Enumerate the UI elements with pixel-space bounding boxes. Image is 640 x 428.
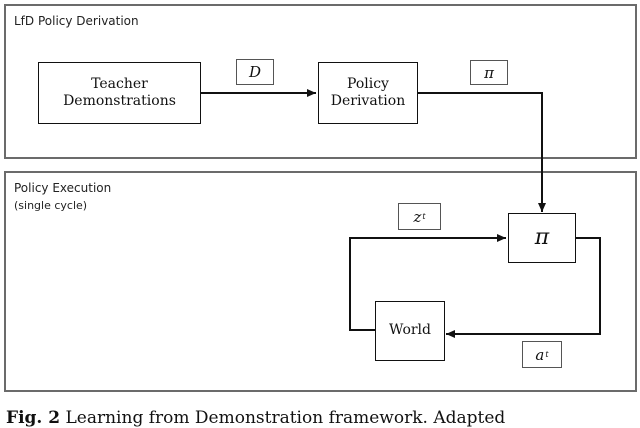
edge-label-a-text: a <box>535 345 545 364</box>
edge-label-z-superscript: t <box>422 212 426 221</box>
policy-derivation-box: Policy Derivation <box>318 62 418 124</box>
edge-label-D: D <box>236 59 274 85</box>
figure-caption: Fig. 2 Learning from Demonstration frame… <box>6 408 636 428</box>
teacher-demonstrations-box: Teacher Demonstrations <box>38 62 201 124</box>
caption-text: Learning from Demonstration framework. A… <box>60 408 506 428</box>
edge-label-pi-text: π <box>484 63 494 82</box>
panel-subtitle: (single cycle) <box>14 199 88 212</box>
policy-pi-box: π <box>508 213 576 263</box>
world-box: World <box>375 301 445 361</box>
caption-prefix: Fig. 2 <box>6 408 61 428</box>
panel-title: Policy Execution <box>14 181 112 195</box>
edge-label-a-superscript: t <box>545 350 549 359</box>
edge-label-z-text: z <box>413 207 422 226</box>
panel-title: LfD Policy Derivation <box>14 14 139 28</box>
edge-label-D-text: D <box>248 63 262 81</box>
edge-label-pi: π <box>470 60 508 85</box>
